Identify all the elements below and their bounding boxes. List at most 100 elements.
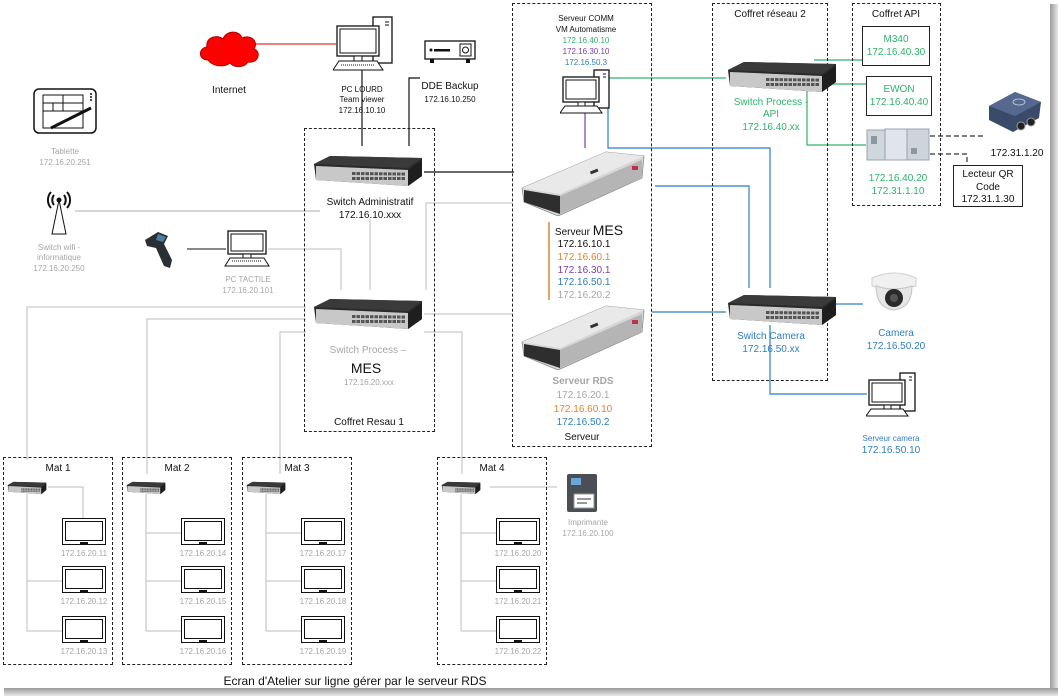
switch-process-mes-ip: 172.16.20.xxx [344, 378, 394, 387]
wifi-name2: informatique [36, 253, 82, 262]
workshop-screen-ip: 172.16.20.14 [179, 549, 227, 558]
serveur-rds-ip-2: 172.16.60.10 [553, 404, 613, 415]
serveur-comm-ip-2: 172.16.30.10 [562, 47, 610, 56]
diagram-caption: Ecran d'Atelier sur ligne gérer par le s… [223, 674, 487, 688]
dde-backup-ip: 172.16.10.250 [424, 95, 476, 104]
pc-tactile-link [268, 248, 342, 290]
wifi-name1: Switch wifi - [37, 243, 81, 252]
switch-shape [728, 62, 836, 92]
workshop-screen-ip: 172.16.20.13 [60, 647, 108, 656]
mat-switch-icon [246, 481, 286, 500]
switch-process-api-icon [726, 60, 838, 99]
mat-label: Mat 2 [164, 463, 190, 474]
switch-administratif-icon [312, 154, 424, 193]
workshop-screen-ip: 172.16.20.17 [299, 549, 347, 558]
workshop-screen-icon [62, 616, 106, 643]
switch-camera-icon [726, 293, 838, 332]
qr-reader-name1: Lecteur QR [962, 169, 1014, 180]
serveur-camera-link [769, 325, 867, 395]
workshop-screen-icon [181, 616, 225, 643]
serveur-camera-pc-icon [866, 372, 916, 417]
qr-reader-box [953, 165, 1023, 207]
comm-camera-link [607, 104, 771, 288]
m340-box [862, 26, 930, 66]
workshop-screen-ip: 172.16.20.15 [179, 597, 227, 606]
workshop-screen-ip: 172.16.20.18 [299, 597, 347, 606]
serveur-mes-prefix: Serveur [554, 227, 590, 238]
printer-icon [567, 474, 597, 512]
switch-camera-name: Switch Camera [737, 331, 805, 342]
workshop-screen-icon [496, 566, 540, 593]
pc-lourd-name2: Team viewer [339, 95, 385, 104]
mat-branch-line [48, 486, 84, 518]
mat-switch-icon [441, 481, 481, 500]
mat-box [122, 457, 232, 665]
serveur-mes-ip-2: 172.16.60.1 [557, 252, 611, 263]
mat-box [242, 457, 352, 665]
mat4-link [424, 331, 463, 474]
mat2-link [146, 318, 306, 474]
serveur-mes-title: Serveur MES [554, 222, 624, 239]
switch-shape [314, 156, 422, 186]
mat1-link [26, 306, 306, 460]
switch-shape [728, 295, 836, 325]
internet-cloud-icon [199, 31, 259, 68]
tablette-ip: 172.16.20.251 [39, 158, 91, 167]
barcode-scanner-icon [145, 232, 172, 268]
switch-shape [7, 481, 47, 495]
camera-ip: 172.16.50.20 [866, 341, 926, 352]
mat-label: Mat 1 [45, 463, 71, 474]
switch-process-api-name2: API [762, 109, 780, 120]
plc-ip-2: 172.31.1.10 [871, 186, 925, 197]
rds-process-link [425, 202, 512, 290]
page-shadow-bottom [4, 688, 1058, 696]
serveur-camera-ip: 172.16.50.10 [861, 445, 921, 456]
mat-box [3, 457, 113, 665]
serveur-comm-pc-icon [560, 69, 610, 114]
coffret-api-box [852, 3, 941, 206]
switch-process-mes-icon [312, 297, 424, 336]
workshop-screen-ip: 172.16.20.16 [179, 647, 227, 656]
sensor-device-icon [989, 92, 1041, 132]
serveur-mes-rack-icon [521, 151, 645, 216]
switch-camera-ip: 172.16.50.xx [742, 344, 800, 355]
serveur-mes-name: MES [592, 222, 624, 238]
switch-shape [126, 481, 166, 495]
workshop-screen-icon [181, 518, 225, 545]
mat-switch-icon [7, 481, 47, 500]
qr-reader-name2: Code [976, 182, 1000, 193]
serveur-camera-name: Serveur camera [862, 434, 920, 443]
switch-shape [441, 481, 481, 495]
serveur-comm-ip-3: 172.16.50.3 [564, 58, 608, 67]
sensor-ip: 172.31.1.20 [990, 148, 1044, 159]
mat-label: Mat 3 [284, 463, 310, 474]
serveur-comm-name2: VM Automatisme [555, 25, 617, 34]
ip-camera-icon [871, 272, 917, 311]
workshop-screen-icon [181, 566, 225, 593]
wifi-ip: 172.16.20.250 [33, 264, 85, 273]
api-plc-link [806, 90, 866, 146]
switch-admin-name: Switch Administratif [326, 197, 414, 208]
serveur-comm-ip-1: 172.16.40.10 [562, 36, 610, 45]
serveur-mes-ip-5: 172.16.20.2 [557, 290, 611, 301]
serveur-rds-ip-3: 172.16.50.2 [556, 417, 610, 428]
mat-switch-icon [126, 481, 166, 500]
switch-process-mes-name2: MES [350, 360, 382, 376]
imprimante-ip: 172.16.20.100 [562, 529, 614, 538]
workshop-screen-icon [496, 616, 540, 643]
serveur-comm-name1: Serveur COMM [558, 14, 614, 23]
switch-process-mes-name1: Switch Process – [329, 345, 407, 356]
serveur-mes-ip-3: 172.16.30.1 [557, 265, 611, 276]
workshop-screen-icon [301, 566, 345, 593]
serveur-mes-ip-1: 172.16.10.1 [557, 239, 611, 250]
pc-lourd-icon [333, 16, 393, 71]
pc-tactile-name: PC TACTILE [225, 275, 271, 284]
workshop-screen-icon [62, 566, 106, 593]
camera-name: Camera [878, 328, 914, 339]
mat3-link [279, 331, 306, 474]
coffret-resau1-box [304, 128, 435, 432]
pc-tactile-icon [224, 230, 270, 267]
tablette-name: Tablette [50, 147, 80, 156]
workshop-screen-ip: 172.16.20.21 [494, 597, 542, 606]
